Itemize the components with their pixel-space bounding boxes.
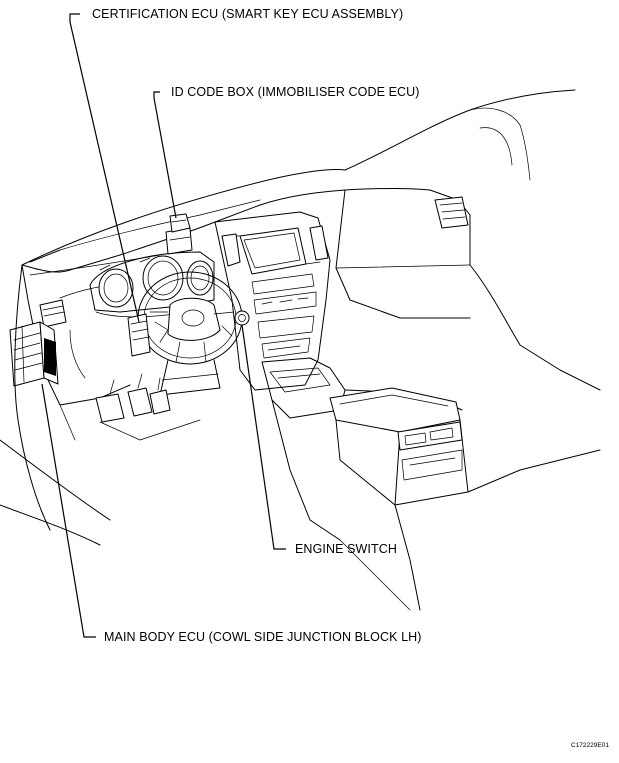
- engine-switch-label: ENGINE SWITCH: [295, 542, 397, 556]
- main-body-ecu-label: MAIN BODY ECU (COWL SIDE JUNCTION BLOCK …: [104, 630, 422, 644]
- center-stack: [214, 211, 331, 391]
- certification-ecu-component: [127, 313, 151, 357]
- center-console: [261, 357, 601, 611]
- certification-ecu-label: CERTIFICATION ECU (SMART KEY ECU ASSEMBL…: [92, 7, 404, 21]
- windshield-frame: [21, 89, 576, 266]
- main-body-ecu-component: [9, 321, 59, 387]
- pedals: [95, 373, 171, 423]
- id-code-box-component: [165, 213, 193, 255]
- id-code-box-label: ID CODE BOX (IMMOBILISER CODE ECU): [171, 85, 420, 99]
- leader-lines: [41, 13, 286, 638]
- figure-code: C172229E01: [571, 742, 609, 749]
- engine-switch-component: [234, 310, 250, 326]
- steering-wheel: [137, 271, 243, 396]
